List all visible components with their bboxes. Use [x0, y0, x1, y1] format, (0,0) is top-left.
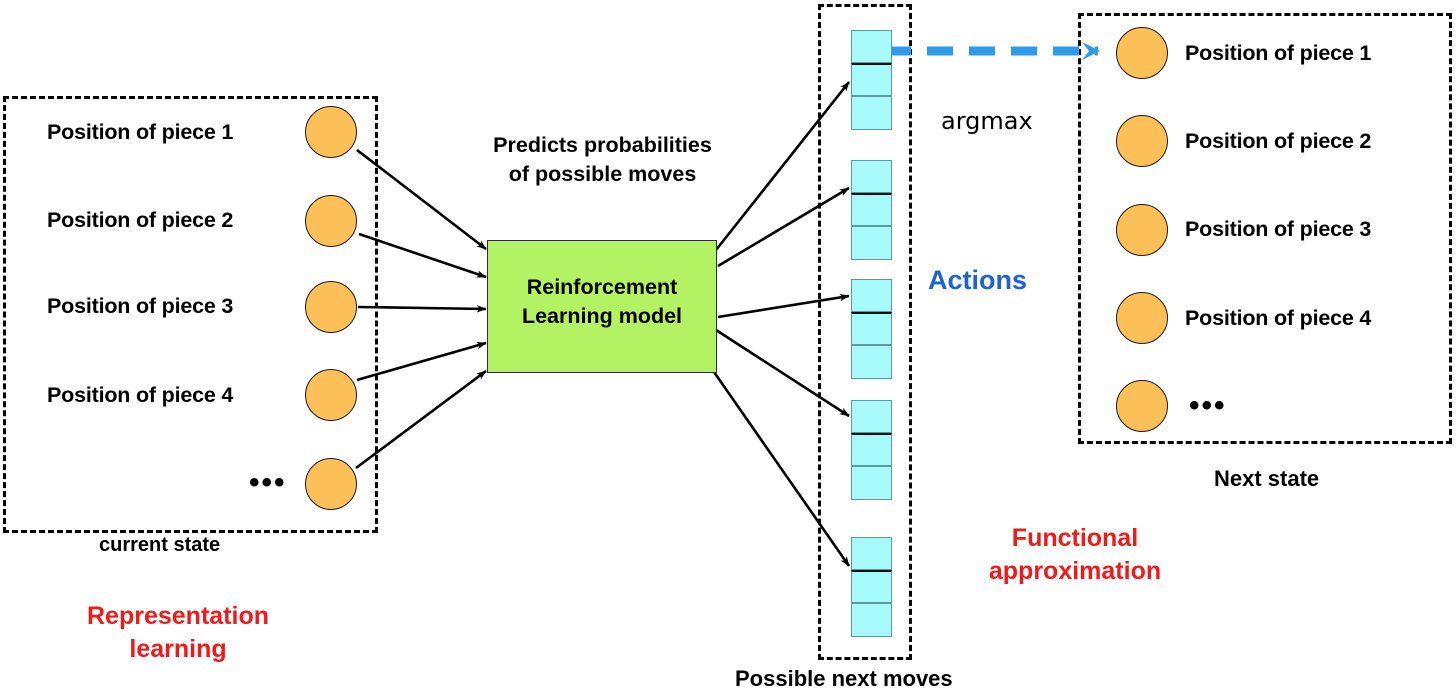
- model-title-line-2: Learning model: [521, 304, 683, 329]
- action-cell-4-3: [851, 466, 892, 500]
- action-cell-1-3: [851, 96, 892, 130]
- functional-approximation-line-1: Functional: [1011, 524, 1139, 552]
- current-state-node-2: [305, 195, 357, 247]
- model-description: Predicts probabilities of possible moves: [455, 131, 750, 189]
- model-description-line-1: Predicts probabilities: [493, 133, 712, 157]
- action-cell-5-3: [851, 603, 892, 637]
- current-state-node-3: [305, 281, 357, 333]
- next-state-caption: Next state: [1214, 466, 1320, 491]
- current-state-node-label-3: Position of piece 3: [47, 294, 234, 318]
- action-cell-5-2: [851, 570, 892, 603]
- action-cell-4-1: [851, 400, 892, 433]
- actions-label: Actions: [928, 265, 1028, 295]
- model-title: Reinforcement Learning model: [487, 273, 717, 331]
- possible-moves-caption: Possible next moves: [735, 666, 953, 691]
- action-cell-1-1: [851, 30, 892, 63]
- action-cell-3-1: [851, 279, 892, 312]
- next-state-node-5: [1116, 380, 1168, 432]
- current-state-panel: [3, 96, 378, 533]
- next-state-node-label-2: Position of piece 2: [1185, 129, 1372, 153]
- model-description-line-2: of possible moves: [508, 162, 697, 187]
- representation-learning-annotation: Representation learning: [28, 600, 328, 666]
- current-state-node-label-2: Position of piece 2: [47, 208, 234, 232]
- next-state-node-3: [1116, 204, 1168, 256]
- current-state-node-label-1: Position of piece 1: [47, 120, 234, 144]
- action-cell-3-3: [851, 345, 892, 379]
- action-cell-3-2: [851, 312, 892, 345]
- current-state-node-label-5: •••: [249, 466, 287, 499]
- current-state-node-label-4: Position of piece 4: [47, 383, 234, 407]
- functional-approximation-annotation: Functional approximation: [940, 522, 1210, 588]
- action-cell-2-2: [851, 193, 892, 226]
- argmax-label: argmax: [941, 107, 1033, 135]
- next-state-node-label-1: Position of piece 1: [1185, 41, 1372, 65]
- functional-approximation-line-2: approximation: [988, 557, 1162, 585]
- action-cell-1-2: [851, 63, 892, 96]
- next-state-node-label-4: Position of piece 4: [1185, 306, 1372, 330]
- current-state-node-4: [305, 369, 357, 421]
- next-state-node-4: [1116, 292, 1168, 344]
- next-state-node-label-5: •••: [1189, 389, 1227, 422]
- current-state-node-1: [305, 106, 357, 158]
- action-cell-2-1: [851, 160, 892, 193]
- action-cell-2-3: [851, 226, 892, 260]
- reinforcement-learning-model-box: [487, 240, 717, 373]
- model-title-line-1: Reinforcement: [526, 275, 678, 299]
- next-state-node-2: [1116, 115, 1168, 167]
- action-cell-5-1: [851, 537, 892, 570]
- next-state-node-label-3: Position of piece 3: [1185, 217, 1372, 241]
- current-state-node-5: [305, 458, 357, 510]
- next-state-panel: [1078, 13, 1452, 444]
- action-cell-4-2: [851, 433, 892, 466]
- next-state-node-1: [1116, 27, 1168, 79]
- current-state-caption: current state: [99, 534, 221, 556]
- representation-learning-line-2: learning: [129, 635, 227, 663]
- representation-learning-line-1: Representation: [87, 602, 269, 630]
